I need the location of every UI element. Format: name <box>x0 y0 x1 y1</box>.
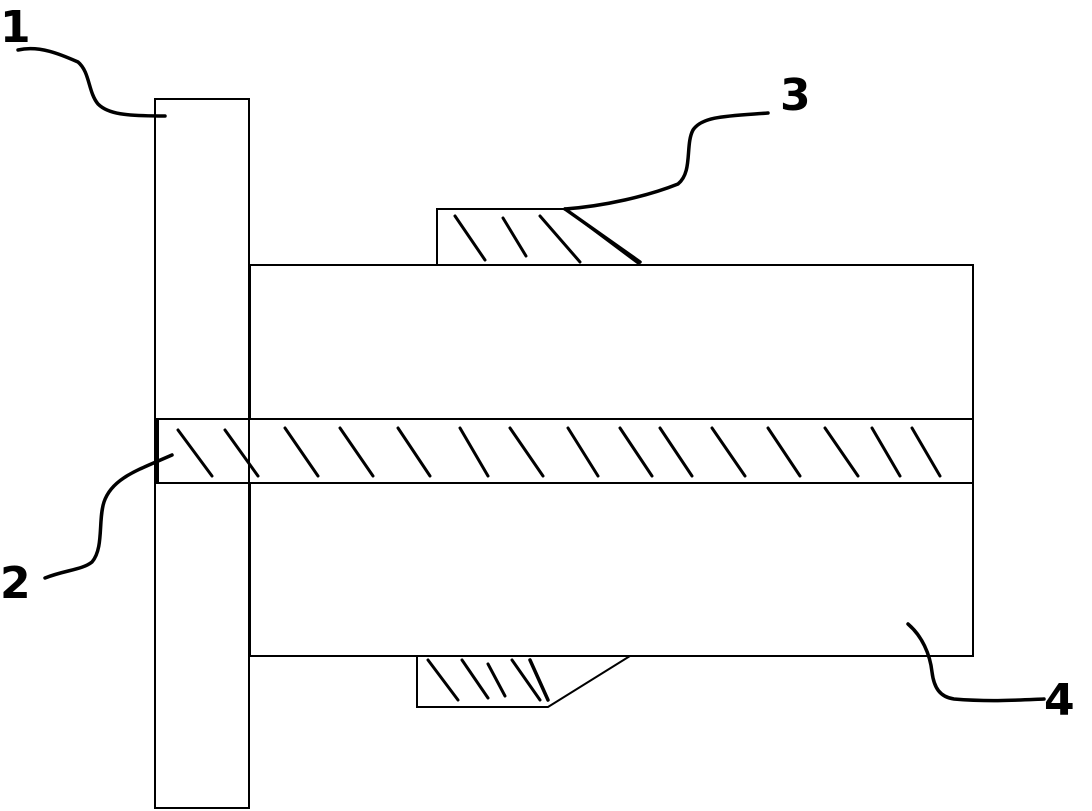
upper-collar <box>436 207 644 266</box>
leader-line-4 <box>906 622 1046 703</box>
central-strip <box>154 418 974 484</box>
callout-3: 3 <box>780 70 811 121</box>
callout-4: 4 <box>1044 675 1075 726</box>
flange-plate <box>154 98 250 809</box>
leader-line-1 <box>16 46 167 118</box>
leader-line-3 <box>563 111 770 211</box>
leader-line-2 <box>43 453 174 580</box>
lower-collar <box>416 655 634 708</box>
callout-2: 2 <box>0 558 31 609</box>
callout-1: 1 <box>0 2 31 53</box>
